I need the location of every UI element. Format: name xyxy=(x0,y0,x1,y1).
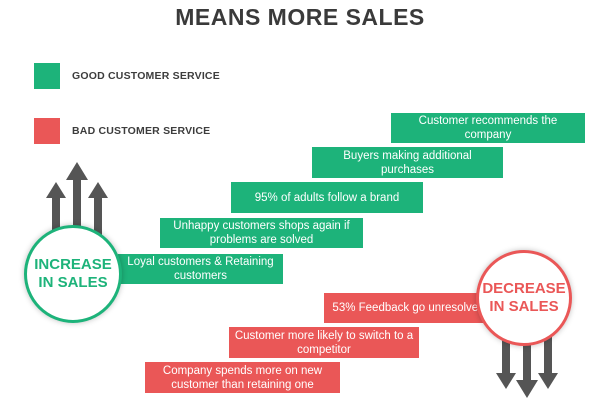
legend-swatch-good xyxy=(34,63,60,89)
arrows-down-icon xyxy=(496,325,558,398)
legend-label-bad: BAD CUSTOMER SERVICE xyxy=(72,125,211,137)
good-step-4: Buyers making additional purchases xyxy=(312,147,503,178)
page-title: MEANS MORE SALES xyxy=(175,4,425,30)
legend-swatch-bad xyxy=(34,118,60,144)
good-step-3: 95% of adults follow a brand xyxy=(231,182,423,213)
good-step-1: Loyal customers & Retaining customers xyxy=(118,254,283,284)
good-step-5: Customer recommends the company xyxy=(391,113,585,143)
good-step-2: Unhappy customers shops again if problem… xyxy=(160,218,363,248)
increase-sales-circle: INCREASE IN SALES xyxy=(24,225,122,323)
arrows-up-icon xyxy=(46,162,108,240)
bad-step-2: Customer more likely to switch to a comp… xyxy=(229,327,419,358)
legend-label-good: GOOD CUSTOMER SERVICE xyxy=(72,70,220,82)
decrease-sales-circle: DECREASE IN SALES xyxy=(476,250,572,346)
bad-step-1: 53% Feedback go unresolved xyxy=(324,293,493,323)
bad-step-3: Company spends more on new customer than… xyxy=(145,362,340,393)
